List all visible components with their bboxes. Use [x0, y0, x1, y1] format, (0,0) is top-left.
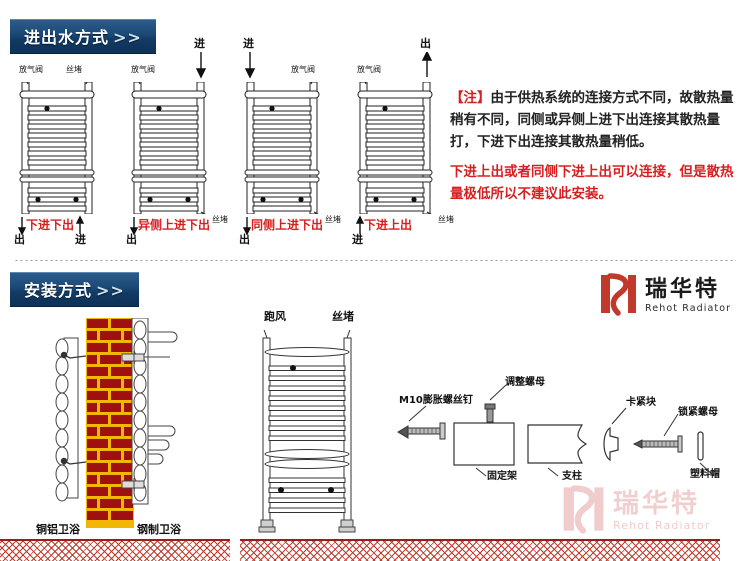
label-plug-4: 丝堵	[438, 215, 454, 224]
adjust-nut-icon	[484, 384, 507, 423]
right-wall-connectors	[121, 351, 170, 491]
flow-in-top-label-2: 进	[194, 37, 205, 50]
flow-title-1: 下进下出	[26, 218, 75, 232]
flow-out-label-2: 出	[126, 233, 137, 246]
brand-logo: 瑞华特 Rehot Radiator	[598, 272, 731, 320]
brick-wall	[86, 318, 134, 528]
left-radiator-side-view	[55, 337, 79, 502]
radiator-diagram-2	[130, 82, 208, 214]
plastic-cap-icon	[697, 431, 715, 477]
flow-out-label-1: 出	[14, 233, 25, 246]
label-air-valve-3: 放气阀	[291, 65, 315, 74]
brand-words: 瑞华特 Rehot Radiator	[645, 276, 732, 314]
label-air-valve-1: 放气阀	[19, 65, 43, 74]
note-paragraph: 【注】由于供热系统的连接方式不同，故散热量稍有不同，同侧或异侧上进下出连接其散热…	[450, 88, 740, 154]
floor-hatch-left	[0, 539, 230, 561]
label-air-valve-2: 放气阀	[131, 65, 155, 74]
section-divider	[14, 260, 736, 261]
flow-arrows-1	[17, 215, 85, 236]
flow-arrows-3	[242, 217, 252, 236]
section-header-water-flow: 进出水方式>>	[10, 19, 156, 54]
label-copper-alum-bath: 铜铝卫浴	[36, 523, 80, 536]
brand-watermark-words: 瑞华特 Rehot Radiator	[613, 491, 710, 531]
section-header-installation: 安装方式>>	[10, 272, 139, 307]
radiator-diagram-1	[18, 82, 96, 214]
label-air-valve-4: 放气阀	[357, 65, 381, 74]
label-plug-3: 丝堵	[325, 215, 341, 224]
section-header-installation-label: 安装方式	[24, 281, 93, 300]
expansion-bolt-icon	[397, 405, 446, 440]
note-warning: 下进上出或者同侧下进上出可以连接，但是散热量极低所以不建议此安装。	[450, 164, 734, 202]
part-label-plastic-cap: 塑料帽	[690, 469, 720, 480]
wall-installation-diagram	[0, 317, 220, 537]
note-prefix: 【注】	[450, 90, 491, 106]
left-brackets	[60, 351, 87, 465]
support-post-icon	[527, 424, 588, 477]
flow-in-label-1: 进	[75, 233, 86, 246]
lock-nut-screw-icon	[632, 413, 683, 453]
brand-watermark-en: Rehot Radiator	[613, 519, 711, 532]
flow-arrow-top-3	[244, 52, 256, 79]
flow-arrow-top-4	[421, 52, 433, 77]
flow-arrows-4	[355, 215, 365, 234]
flow-out-label-3: 出	[239, 233, 250, 246]
floor-hatch-right	[240, 539, 720, 561]
right-radiator-side-view	[131, 317, 178, 505]
part-label-expansion-bolt: M10膨胀螺丝钉	[399, 395, 473, 406]
chevron-right-icon-2: >>	[96, 281, 125, 300]
flow-in-label-4: 进	[352, 233, 363, 246]
radiator-diagram-3	[243, 82, 321, 214]
chevron-right-icon: >>	[113, 28, 142, 47]
floor-radiator-diagram	[258, 323, 358, 539]
rehot-mark-watermark-icon	[560, 484, 606, 538]
part-label-support-post: 支柱	[562, 471, 582, 482]
label-plug-1: 丝堵	[66, 65, 82, 74]
flow-title-4: 下进上出	[364, 218, 413, 232]
part-label-mounting-frame: 固定架	[487, 471, 517, 482]
note-body: 由于供热系统的连接方式不同，故散热量稍有不同，同侧或异侧上进下出连接其散热量打，…	[450, 90, 734, 150]
label-air-vent-floor: 跑风	[264, 310, 286, 323]
label-plug-floor: 丝堵	[332, 310, 354, 323]
flow-title-3: 同侧上进下出	[251, 218, 324, 232]
mounting-frame-icon	[453, 422, 515, 477]
part-label-clamp-block: 卡紧块	[626, 397, 656, 408]
radiator-diagram-4	[356, 82, 434, 214]
flow-in-top-label-3: 进	[243, 37, 254, 50]
flow-title-2: 异侧上进下出	[138, 218, 211, 232]
section-header-water-flow-label: 进出水方式	[24, 28, 110, 47]
brand-name-cn: 瑞华特	[645, 276, 721, 302]
rehot-mark-icon	[598, 272, 638, 320]
flow-arrow-top-2	[195, 52, 207, 79]
brand-watermark-cn: 瑞华特	[613, 489, 701, 519]
part-label-lock-nut: 锁紧螺母	[678, 407, 718, 418]
brand-watermark: 瑞华特 Rehot Radiator	[560, 484, 710, 538]
label-steel-bath: 钢制卫浴	[137, 523, 181, 536]
label-plug-2: 丝堵	[212, 215, 228, 224]
brand-name-en: Rehot Radiator	[645, 302, 732, 314]
clamp-block-icon	[603, 407, 627, 462]
hardware-parts-diagram	[396, 380, 750, 484]
flow-arrows-2	[129, 217, 139, 236]
flow-out-top-label-4: 出	[420, 37, 431, 50]
part-label-adjust-nut: 调整螺母	[505, 377, 545, 388]
